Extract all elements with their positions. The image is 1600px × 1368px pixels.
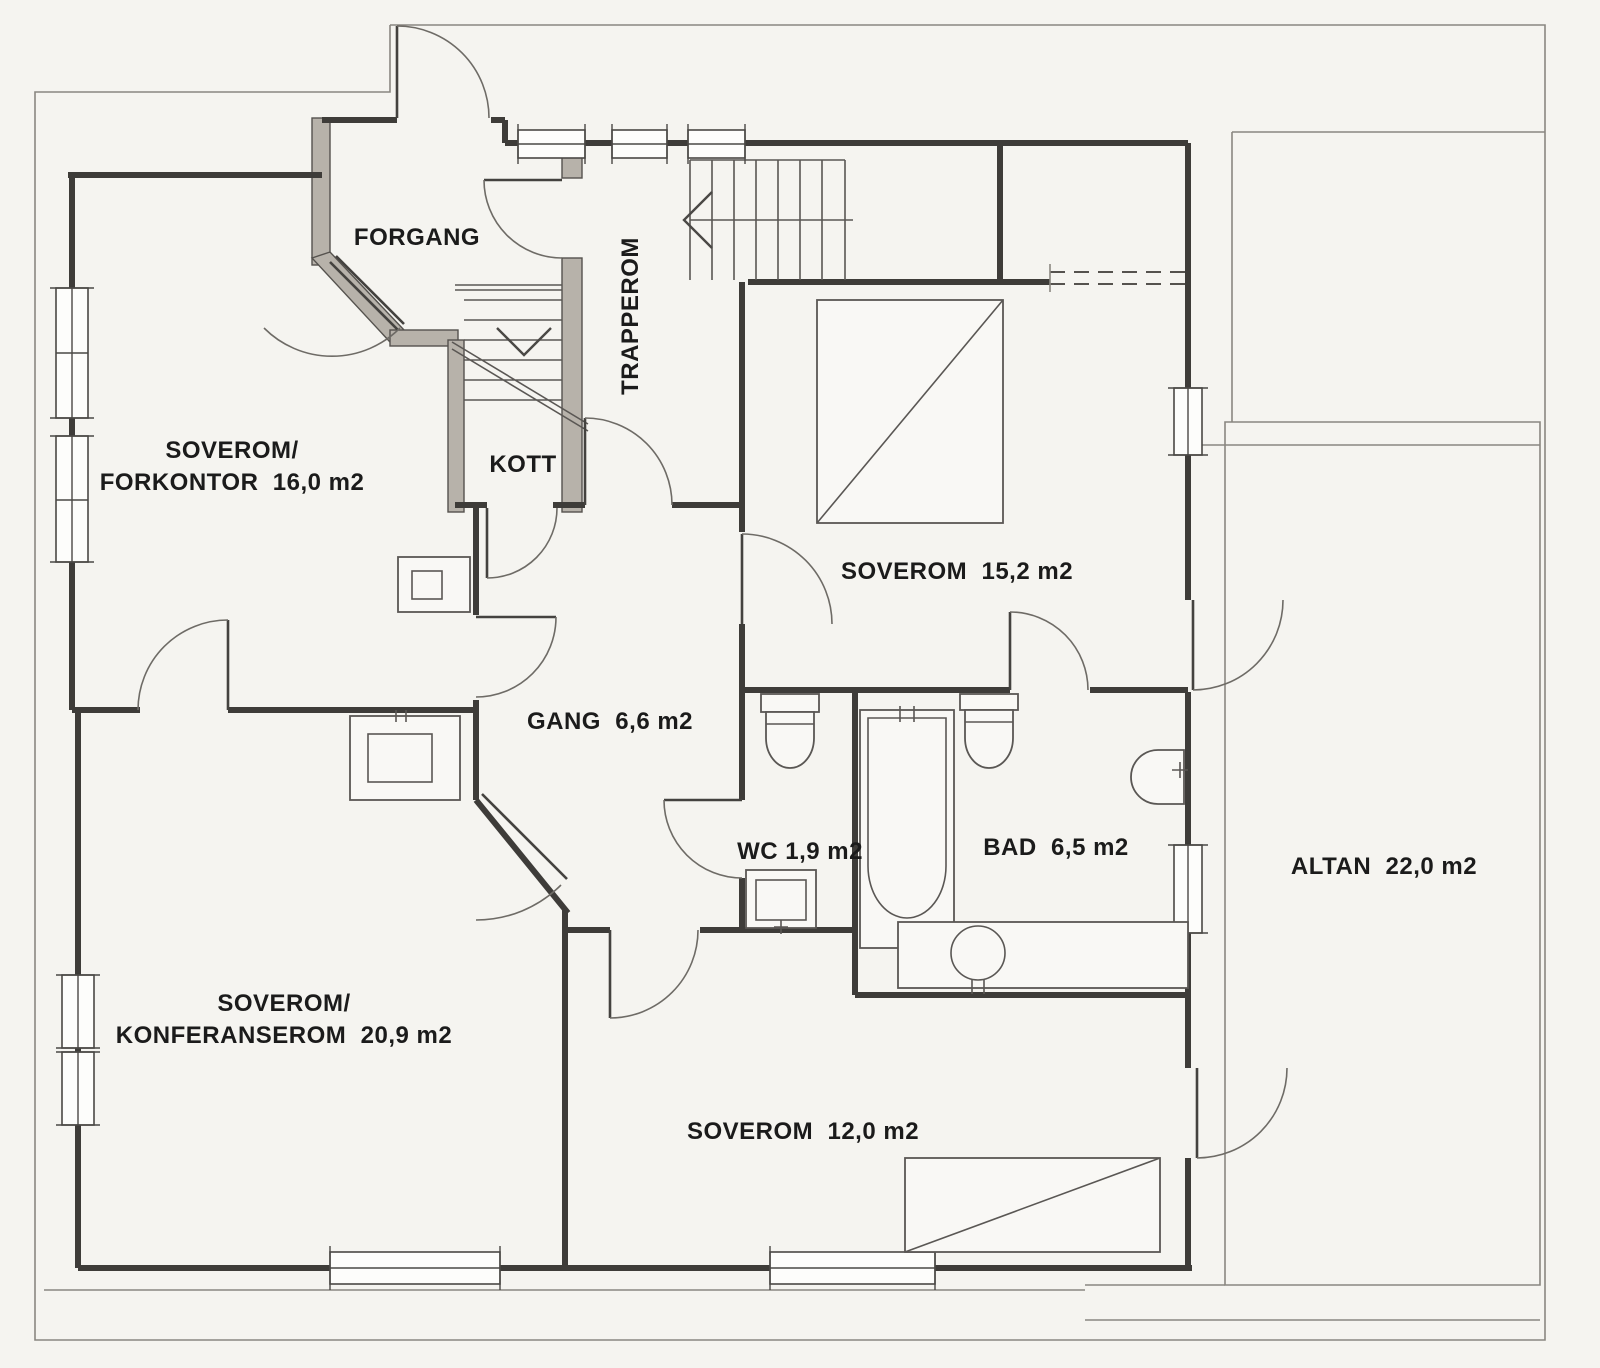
- door-soverom15-altan: [1191, 599, 1284, 691]
- label-soverom12: SOVEROM 12,0 m2: [687, 1118, 919, 1145]
- label-konferanserom-line2: KONFERANSEROM 20,9 m2: [116, 1022, 452, 1049]
- wall-forgang-diagonal: [310, 251, 406, 343]
- door-trapperom-gang: [583, 417, 673, 506]
- label-forkontor-line1: SOVEROM/: [165, 437, 298, 464]
- door-forkontor-konferanserom: [137, 619, 230, 711]
- toilet-bad: [959, 693, 1019, 769]
- window: [56, 1051, 100, 1126]
- window: [50, 435, 94, 563]
- staircase-lower-flight: [451, 284, 589, 432]
- stair-direction-arrow: [682, 191, 713, 249]
- window: [50, 287, 94, 419]
- window: [329, 1246, 501, 1290]
- doors: [137, 25, 1288, 1159]
- cabinet: [349, 710, 461, 801]
- wall-stair-top: [389, 329, 459, 347]
- window: [517, 124, 586, 164]
- label-forgang: FORGANG: [354, 224, 480, 251]
- toilet-wc: [760, 693, 820, 769]
- counter-with-basin: [897, 921, 1189, 994]
- label-trapperom: TRAPPEROM: [617, 237, 644, 395]
- window: [611, 124, 668, 164]
- label-konferanserom-line1: SOVEROM/: [217, 990, 350, 1017]
- window: [56, 974, 100, 1049]
- wc-sink: [745, 869, 817, 934]
- label-wc: WC 1,9 m2: [737, 838, 863, 865]
- label-altan: ALTAN 22,0 m2: [1291, 853, 1477, 880]
- wall-trapperom-west-lower: [561, 257, 583, 513]
- windows: [50, 124, 1208, 1290]
- door-forgang-trapperom: [483, 178, 563, 259]
- door-soverom12-altan: [1195, 1067, 1288, 1159]
- door-forkontor-gang: [475, 615, 557, 698]
- label-kott: KOTT: [489, 451, 556, 478]
- door-gang-soverom12: [608, 929, 699, 1019]
- hatched-walls: [310, 117, 583, 513]
- dashed-opening: [1049, 264, 1185, 292]
- door-gang-konferanserom-diagonal: [475, 793, 568, 921]
- window: [1168, 387, 1208, 456]
- window: [1168, 844, 1208, 934]
- door-soverom15-bad: [1008, 611, 1089, 691]
- door-gang-wc: [663, 798, 743, 879]
- desk: [904, 1157, 1161, 1253]
- wall-forgang-west: [311, 117, 331, 266]
- label-forkontor-line2: FORKONTOR 16,0 m2: [100, 469, 365, 496]
- label-bad: BAD 6,5 m2: [983, 834, 1129, 861]
- chimney: [397, 556, 471, 613]
- label-gang: GANG 6,6 m2: [527, 708, 693, 735]
- window: [769, 1246, 936, 1290]
- stair-direction-arrow: [496, 327, 552, 357]
- altan-deck-outline: [1085, 421, 1541, 1321]
- corner-sink: [1130, 749, 1188, 805]
- door-gang-soverom15: [740, 533, 833, 625]
- window: [687, 124, 746, 164]
- door-entrance-forgang: [395, 25, 490, 119]
- wall-stair-west: [447, 339, 465, 513]
- plan-border: [34, 24, 1546, 1341]
- label-soverom15: SOVEROM 15,2 m2: [841, 558, 1073, 585]
- staircase-upper-flight: [682, 159, 853, 280]
- bathtub: [859, 706, 955, 949]
- fixtures: [349, 299, 1189, 1253]
- door-forgang-forkontor: [263, 255, 405, 357]
- bed: [816, 299, 1004, 524]
- door-kott-gang: [485, 507, 558, 579]
- room-labels: FORGANG TRAPPEROM SOVEROM/ FORKONTOR 16,…: [100, 224, 1477, 1145]
